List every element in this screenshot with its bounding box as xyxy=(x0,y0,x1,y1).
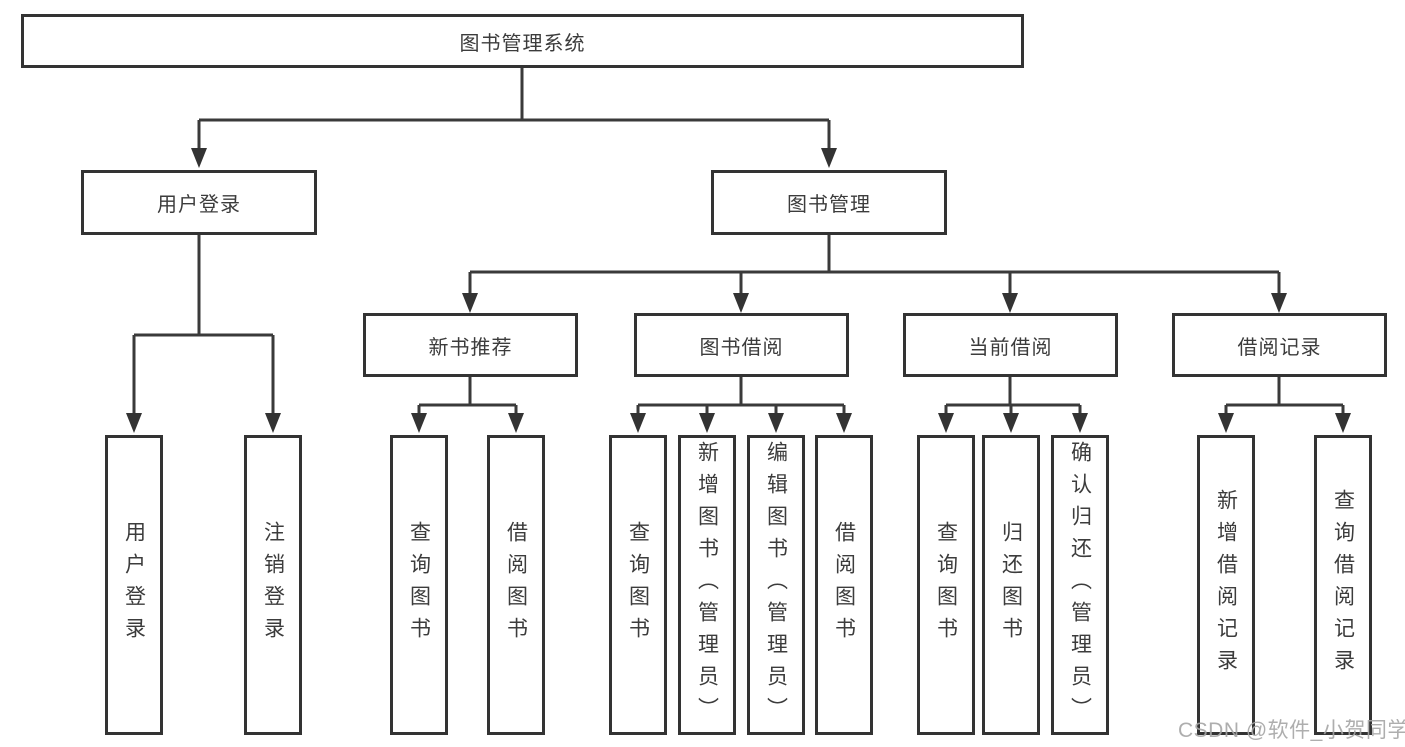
node-label: 新书推荐 xyxy=(428,336,513,359)
node-label: 借阅记录 xyxy=(1237,336,1322,359)
connector-root-to-level2 xyxy=(197,68,831,150)
node-borrowing-records: 借阅记录 xyxy=(1172,313,1387,377)
node-new-book-recommendation: 新书推荐 xyxy=(363,313,578,377)
leaf-label: 查询图书 xyxy=(934,521,958,649)
node-label: 用户登录 xyxy=(157,194,241,216)
node-label: 当前借阅 xyxy=(968,336,1053,359)
leaf-query-borrow-record: 查询借阅记录 xyxy=(1314,435,1372,735)
node-book-borrowing: 图书借阅 xyxy=(634,313,849,377)
leaf-edit-books-admin: 编辑图书（管理员） xyxy=(747,435,805,735)
leaf-label: 借阅图书 xyxy=(504,521,528,649)
leaf-add-borrow-record: 新增借阅记录 xyxy=(1197,435,1255,735)
leaf-label: 注销登录 xyxy=(261,521,285,649)
leaf-label: 查询借阅记录 xyxy=(1331,489,1355,681)
leaf-confirm-return-admin: 确认归还（管理员） xyxy=(1051,435,1109,735)
leaf-borrow-books: 借阅图书 xyxy=(815,435,873,735)
leaf-query-books: 查询图书 xyxy=(390,435,448,735)
connector-user-login-fan xyxy=(132,235,275,415)
node-label: 图书管理 xyxy=(787,194,871,216)
leaf-label: 查询图书 xyxy=(407,521,431,649)
leaf-user-login: 用户登录 xyxy=(105,435,163,735)
node-label: 图书管理系统 xyxy=(459,32,586,55)
node-label: 图书借阅 xyxy=(699,336,784,359)
csdn-watermark: CSDN @软件_小贺同学 xyxy=(1178,719,1405,742)
leaf-label: 查询图书 xyxy=(626,521,650,649)
leaf-label: 新增图书（管理员） xyxy=(695,441,719,729)
leaf-add-books-admin: 新增图书（管理员） xyxy=(678,435,736,735)
leaf-label: 用户登录 xyxy=(122,521,146,649)
leaf-query-books: 查询图书 xyxy=(609,435,667,735)
leaf-label: 新增借阅记录 xyxy=(1214,489,1238,681)
node-user-login: 用户登录 xyxy=(81,170,317,235)
leaf-label: 归还图书 xyxy=(999,521,1023,649)
leaf-label: 借阅图书 xyxy=(832,521,856,649)
node-current-borrowing: 当前借阅 xyxy=(903,313,1118,377)
connector-book-mgmt-to-level3 xyxy=(468,235,1281,295)
node-library-management-system: 图书管理系统 xyxy=(21,14,1024,68)
node-book-management: 图书管理 xyxy=(711,170,947,235)
leaf-label: 编辑图书（管理员） xyxy=(764,441,788,729)
leaf-label: 确认归还（管理员） xyxy=(1068,441,1092,729)
leaf-return-books: 归还图书 xyxy=(982,435,1040,735)
leaf-logout: 注销登录 xyxy=(244,435,302,735)
connector-level3-fans xyxy=(417,377,1345,415)
leaf-query-books: 查询图书 xyxy=(917,435,975,735)
leaf-borrow-books: 借阅图书 xyxy=(487,435,545,735)
